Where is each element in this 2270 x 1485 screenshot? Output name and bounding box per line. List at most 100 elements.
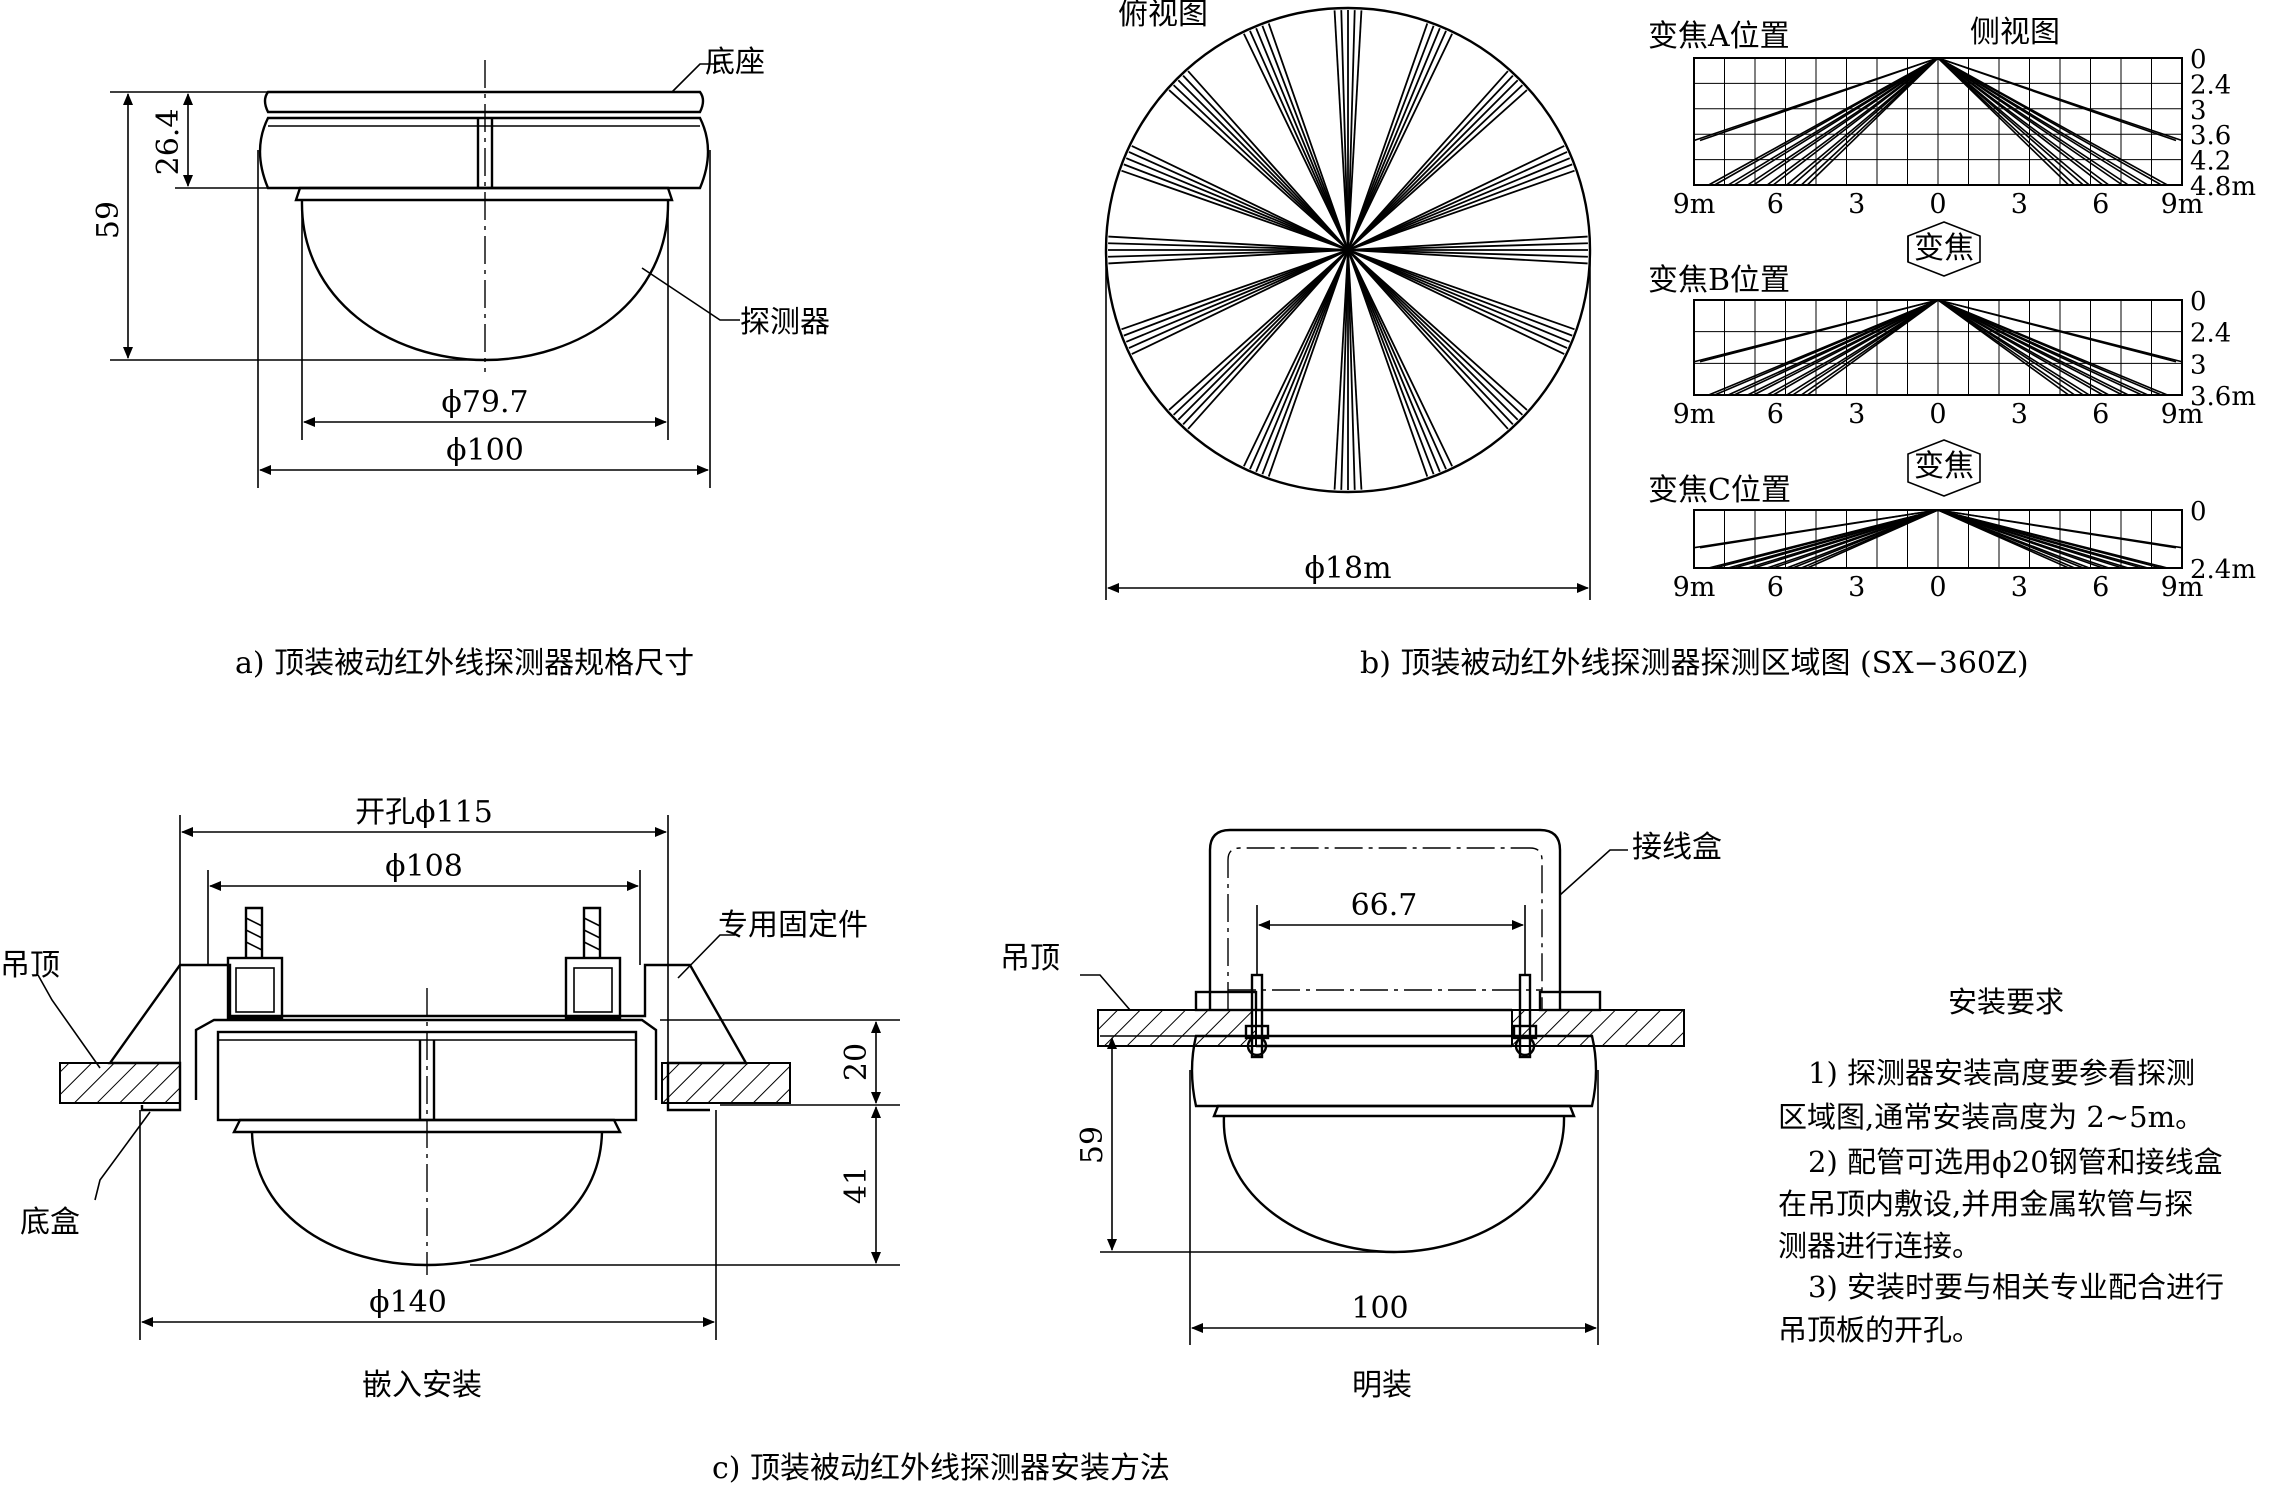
fig-b-side-view-label: 侧视图 xyxy=(1970,15,2060,50)
side-beam xyxy=(1772,57,1939,186)
top-view-ray xyxy=(1347,74,1514,251)
side-beam xyxy=(1937,57,2123,186)
fig-c-surface-dim-66-7: 66.7 xyxy=(1351,888,1418,923)
fig-b-zoom-a: 变焦A位置 xyxy=(1648,19,1790,54)
top-view-ray xyxy=(1347,249,1568,349)
top-view-ray xyxy=(1340,10,1349,251)
side-height-label: 0 xyxy=(2190,497,2207,527)
fig-b-diameter: ϕ18m xyxy=(1304,551,1391,586)
side-x-tick: 6 xyxy=(2092,399,2109,430)
top-view-ray xyxy=(1347,249,1363,490)
side-beam xyxy=(1733,299,1939,396)
fig-c-surface-dim-59: 59 xyxy=(1075,1126,1110,1164)
svg-text:变焦: 变焦 xyxy=(1914,231,1974,266)
fig-c-label-junction: 接线盒 xyxy=(1632,830,1722,865)
side-beam xyxy=(1937,299,2162,396)
side-beam xyxy=(1937,57,2143,186)
top-view-ray xyxy=(1347,145,1565,251)
fig-a-label-detector: 探测器 xyxy=(740,305,830,340)
side-beam xyxy=(1937,57,2070,186)
side-beam xyxy=(1772,509,1939,569)
side-height-label: 3 xyxy=(2190,96,2207,126)
top-view-ray xyxy=(1261,249,1349,475)
top-view-ray xyxy=(1182,249,1349,426)
top-view-ray xyxy=(1347,10,1356,251)
fig-a-base-top xyxy=(263,90,705,114)
top-view-ray xyxy=(1347,27,1441,251)
fig-c-dim-20: 20 xyxy=(839,1043,874,1081)
side-beam xyxy=(1937,57,2177,142)
side-x-tick: 0 xyxy=(1929,189,1946,220)
side-beam xyxy=(1807,509,1939,569)
side-height-label: 4.8m xyxy=(2190,172,2256,202)
fig-a-dim-d100: ϕ100 xyxy=(446,433,524,468)
fig-c-embedded-install: 开孔ϕ115 ϕ108 20 41 ϕ140 吊顶 专用固定件 底盒 嵌入安装 xyxy=(0,795,900,1403)
top-view-ray xyxy=(1333,249,1349,490)
side-height-label: 2.4 xyxy=(2190,70,2231,100)
top-view-ray xyxy=(1347,84,1524,251)
side-beam xyxy=(1733,57,1939,186)
fig-c-dim-41: 41 xyxy=(839,1166,874,1204)
side-x-tick: 3 xyxy=(1848,399,1865,430)
side-beam xyxy=(1699,509,1939,549)
top-view-ray xyxy=(1108,249,1349,265)
top-view-ray xyxy=(1347,70,1509,251)
svg-text:2) 配管可选用ϕ20钢管和接线盒: 2) 配管可选用ϕ20钢管和接线盒 xyxy=(1808,1145,2223,1179)
top-view-ray xyxy=(1128,151,1349,251)
side-beam xyxy=(1937,57,2162,186)
top-view-ray xyxy=(1108,235,1349,251)
fig-c-fixture-left xyxy=(226,906,284,1020)
side-beam xyxy=(1937,509,2177,549)
side-x-tick: 3 xyxy=(1848,572,1865,603)
top-view-ray xyxy=(1108,242,1349,251)
side-x-tick: 6 xyxy=(1767,399,1784,430)
side-beam xyxy=(1806,299,1939,396)
fig-c-surface-ceiling-left xyxy=(1097,1009,1257,1047)
fig-c-surface-base xyxy=(1190,1034,1598,1108)
top-view-ray xyxy=(1168,89,1349,251)
side-beam xyxy=(1937,57,2104,186)
top-view-ray xyxy=(1243,249,1349,467)
fig-a-caption: a) 顶装被动红外线探测器规格尺寸 xyxy=(235,646,694,681)
side-beam xyxy=(1806,57,1939,186)
top-view-ray xyxy=(1347,249,1575,331)
side-height-label: 2.4 xyxy=(2190,319,2231,349)
top-view-ray xyxy=(1347,249,1356,490)
top-view-ray xyxy=(1347,249,1447,470)
side-beam xyxy=(1699,299,1939,363)
svg-text:吊顶板的开孔。: 吊顶板的开孔。 xyxy=(1778,1313,1981,1347)
fig-c-surface-dim-100: 100 xyxy=(1351,1291,1408,1326)
top-view-ray xyxy=(1347,249,1528,411)
ceiling-left xyxy=(59,1062,181,1104)
side-x-tick: 9m xyxy=(2161,572,2204,603)
top-view-ray xyxy=(1255,249,1349,473)
svg-text:区域图,通常安装高度为 2~5m。: 区域图,通常安装高度为 2~5m。 xyxy=(1778,1100,2204,1134)
top-view-ray xyxy=(1347,249,1588,265)
fig-c-dim-d140: ϕ140 xyxy=(369,1285,447,1320)
fig-c-dim-d108: ϕ108 xyxy=(385,849,463,884)
side-beam xyxy=(1937,299,2177,363)
top-view-ray xyxy=(1347,249,1588,258)
top-view-ray xyxy=(1333,10,1349,251)
top-view-ray xyxy=(1347,242,1588,251)
side-height-label: 2.4m xyxy=(2190,555,2256,585)
top-view-ray xyxy=(1187,249,1349,430)
top-view-ray xyxy=(1347,169,1575,251)
top-view-ray xyxy=(1347,25,1435,251)
top-view-ray xyxy=(1182,74,1349,251)
top-view-ray xyxy=(1347,157,1571,251)
top-view-ray xyxy=(1347,249,1435,475)
top-view-ray xyxy=(1347,10,1363,251)
fig-c-surface-label-ceiling: 吊顶 xyxy=(1000,941,1060,976)
top-view-ray xyxy=(1249,249,1349,470)
side-x-tick: 9m xyxy=(1673,189,1716,220)
top-view-ray xyxy=(1347,30,1447,251)
top-view-ray xyxy=(1172,249,1349,416)
side-height-label: 3.6 xyxy=(2190,121,2231,151)
top-view-ray xyxy=(1347,249,1509,430)
side-x-tick: 3 xyxy=(2011,189,2028,220)
side-x-tick: 6 xyxy=(2092,572,2109,603)
